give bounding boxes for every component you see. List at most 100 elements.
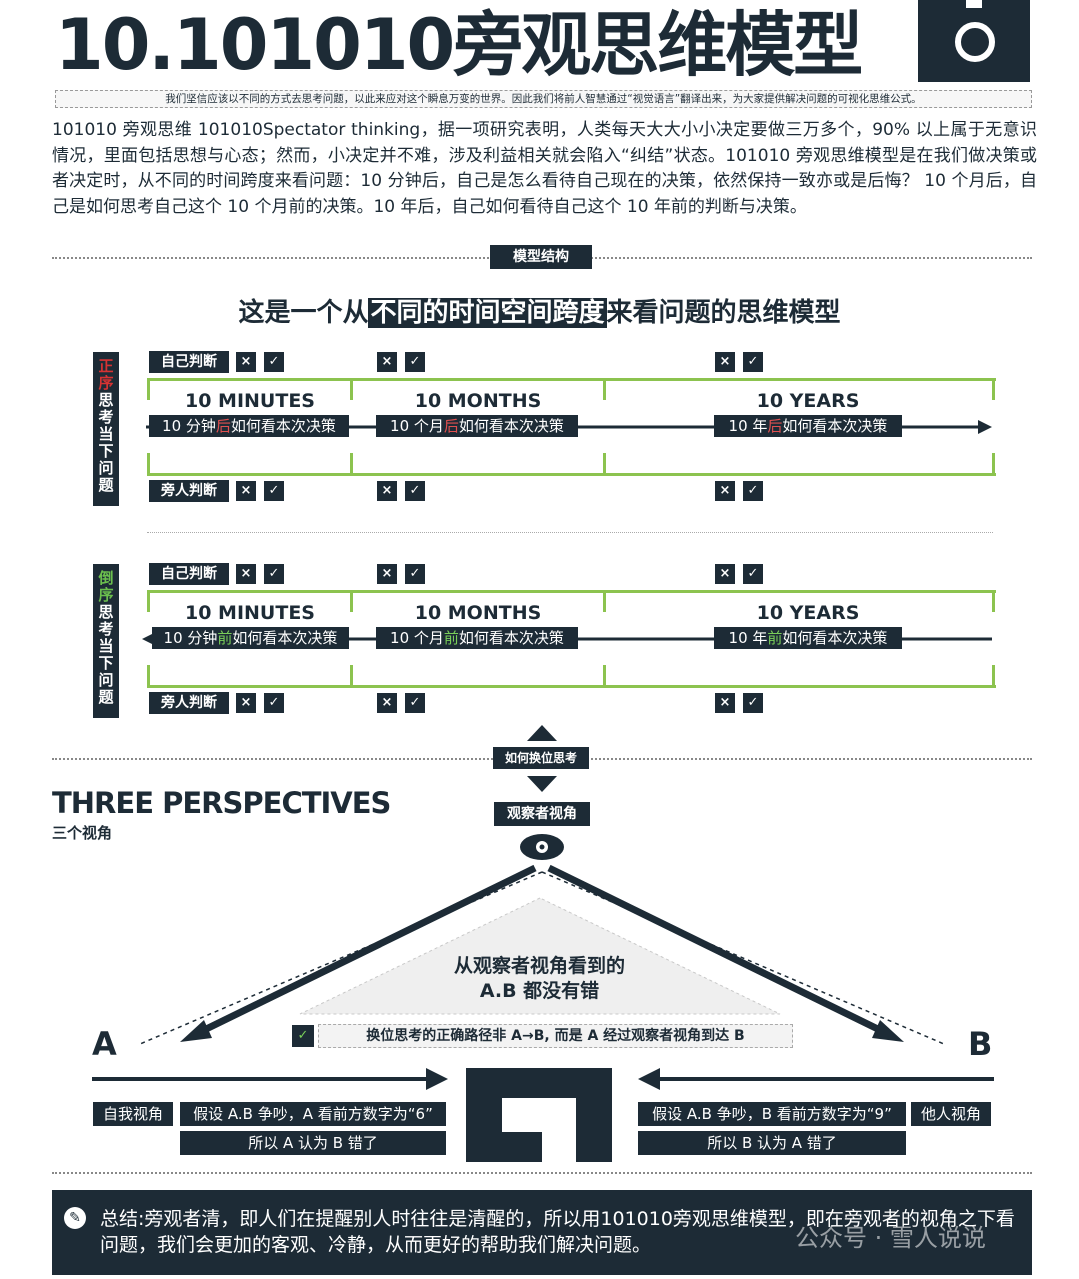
green-tick [603,378,606,400]
green-tick [350,378,353,400]
green-tick [992,665,995,687]
green-tick [350,453,353,475]
backward-side-accent: 倒序 [98,569,114,604]
forward-side-label: 正序思考当下问题 [93,352,119,506]
x-mark-icon: × [236,693,256,713]
span-title: 10 MONTHS [414,390,542,412]
observer-triangle-diagram [139,834,945,1045]
left-assumption: 假设 A.B 争吵，A 看前方数字为“6” [180,1102,446,1126]
x-mark-icon: × [236,352,256,372]
forward-side-rest: 思考当下问题 [98,391,114,494]
logo [918,0,1030,82]
observer-conclusion: 从观察者视角看到的 A.B 都没有错 [0,954,1079,1004]
switch-tag: 如何换位思考 [493,747,589,769]
forward-other-label: 旁人判断 [149,480,229,502]
span-caption: 10 分钟前如何看本次决策 [152,627,349,649]
x-mark-icon: × [715,564,735,584]
x-mark-icon: × [715,693,735,713]
other-view-label: 他人视角 [911,1102,991,1126]
observer-line-2: A.B 都没有错 [479,980,600,1002]
x-mark-icon: × [377,693,397,713]
check-mark-icon: ✓ [743,352,763,372]
span-caption: 10 分钟后如何看本次决策 [149,415,349,437]
check-mark-icon: ✓ [743,481,763,501]
check-mark-icon: ✓ [405,481,425,501]
check-mark-icon: ✓ [264,693,284,713]
x-mark-icon: × [377,481,397,501]
span-caption: 10 年前如何看本次决策 [714,627,902,649]
x-mark-icon: × [236,481,256,501]
green-bracket [147,378,996,381]
watermark: 公众号 · 雪人说说 [795,1224,986,1252]
path-note: 换位思考的正确路径非 A→B, 而是 A 经过观察者视角到达 B [318,1024,793,1048]
green-bracket [147,473,996,476]
span-caption: 10 个月后如何看本次决策 [376,415,578,437]
backward-other-label: 旁人判断 [149,692,229,714]
backward-self-label: 自己判断 [149,563,229,585]
divider [147,532,993,533]
subtitle: 我们坚信应该以不同的方式去思考问题，以此来应对这个瞬息万变的世界。因此我们将前人… [55,90,1032,108]
green-tick [147,665,150,687]
x-mark-icon: × [377,564,397,584]
x-mark-icon: × [715,481,735,501]
person-b-label: B [968,1025,993,1063]
span-title: 10 YEARS [756,390,860,412]
backward-side-label: 倒序思考当下问题 [93,564,119,718]
check-mark-icon: ✓ [405,352,425,372]
check-mark-icon: ✓ [405,693,425,713]
span-title: 10 YEARS [756,602,860,624]
green-bracket [147,685,996,688]
span-caption: 10 年后如何看本次决策 [714,415,902,437]
divider [52,1172,1032,1174]
x-mark-icon: × [236,564,256,584]
left-result: 所以 A 认为 B 错了 [180,1131,446,1155]
check-mark-icon: ✓ [743,693,763,713]
span-title: 10 MONTHS [414,602,542,624]
x-mark-icon: × [715,352,735,372]
ambiguous-six-nine-icon [466,1068,612,1162]
down-triangle-icon [527,776,557,792]
right-assumption: 假设 A.B 争吵，B 看前方数字为“9” [638,1102,906,1126]
perspectives-subtitle: 三个视角 [52,824,113,842]
span-title: 10 MINUTES [185,602,315,624]
perspectives-title: THREE PERSPECTIVES [52,786,391,820]
green-tick [603,665,606,687]
observer-tag: 观察者视角 [494,802,590,826]
right-result: 所以 B 认为 A 错了 [638,1131,906,1155]
page-title: 10.101010旁观思维模型 [55,4,863,86]
model-headline: 这是一个从不同的时间空间跨度来看问题的思维模型 [0,292,1079,329]
green-tick [992,590,995,612]
green-tick [992,378,995,400]
self-view-label: 自我视角 [93,1102,173,1126]
headline-pre: 这是一个从 [238,298,369,328]
green-tick [350,665,353,687]
green-tick [147,378,150,400]
forward-self-label: 自己判断 [149,351,229,373]
green-tick [603,453,606,475]
check-mark-icon: ✓ [405,564,425,584]
left-view-arrow [92,1068,448,1090]
forward-side-accent: 正序 [98,357,114,392]
camera-logo-icon [955,0,995,62]
person-a-label: A [92,1025,117,1063]
summary-text: 总结:旁观者清，即人们在提醒别人时往往是清醒的，所以用101010旁观思维模型，… [100,1208,1015,1256]
headline-post: 来看问题的思维模型 [606,298,841,328]
span-title: 10 MINUTES [185,390,315,412]
check-mark-icon: ✓ [264,564,284,584]
observer-line-1: 从观察者视角看到的 [453,955,625,977]
x-mark-icon: × [377,352,397,372]
structure-tag: 模型结构 [490,245,592,269]
up-triangle-icon [527,725,557,741]
headline-highlight: 不同的时间空间跨度 [368,298,607,328]
green-bracket [147,590,996,593]
right-view-arrow [638,1068,994,1090]
check-mark-icon: ✓ [292,1025,314,1047]
green-tick [350,590,353,612]
green-tick [147,453,150,475]
green-tick [992,453,995,475]
green-tick [147,590,150,612]
note-icon: ✎ [64,1207,86,1229]
green-tick [603,590,606,612]
backward-side-rest: 思考当下问题 [98,603,114,706]
check-mark-icon: ✓ [264,352,284,372]
